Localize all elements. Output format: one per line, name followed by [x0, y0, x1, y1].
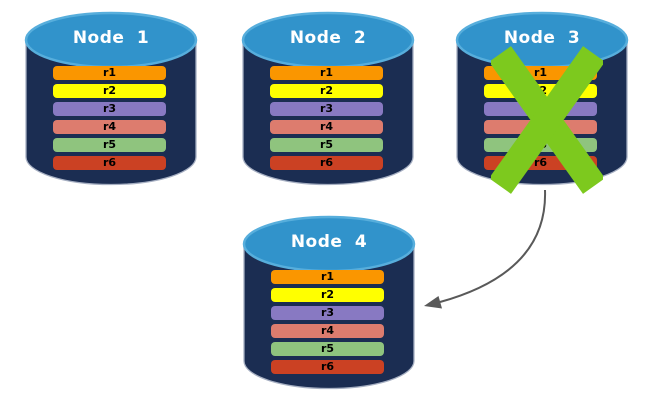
row-r1: r1: [270, 66, 383, 80]
row-r2: r2: [53, 84, 166, 98]
row-r4: r4: [53, 120, 166, 134]
transfer-arrow-curve: [439, 189, 547, 303]
node-4: Node 4 r1 r2 r3 r4 r5 r6: [242, 214, 416, 391]
node-2: Node 2 r1 r2 r3 r4 r5 r6: [241, 10, 415, 187]
row-r2: r2: [270, 84, 383, 98]
node-title: Node 1: [72, 28, 150, 48]
transfer-arrow-icon: [424, 189, 547, 309]
transfer-arrow-head: [424, 296, 442, 309]
row-r6: r6: [270, 156, 383, 170]
row-r3: r3: [271, 306, 384, 320]
row-r4: r4: [270, 120, 383, 134]
replica-rows: r1 r2 r3 r4 r5 r6: [270, 66, 383, 170]
row-r2: r2: [271, 288, 384, 302]
row-r1: r1: [53, 66, 166, 80]
node-title: Node 2: [289, 28, 367, 48]
row-r3: r3: [53, 102, 166, 116]
node-title: Node 4: [290, 232, 368, 252]
row-r5: r5: [271, 342, 384, 356]
row-r6: r6: [271, 360, 384, 374]
node-1: Node 1 r1 r2 r3 r4 r5 r6: [24, 10, 198, 187]
failure-x-icon: [491, 46, 603, 194]
row-r3: r3: [270, 102, 383, 116]
replica-rows: r1 r2 r3 r4 r5 r6: [53, 66, 166, 170]
row-r1: r1: [271, 270, 384, 284]
node-title: Node 3: [503, 28, 581, 48]
row-r6: r6: [53, 156, 166, 170]
row-r4: r4: [271, 324, 384, 338]
replica-rows: r1 r2 r3 r4 r5 r6: [271, 270, 384, 374]
row-r5: r5: [270, 138, 383, 152]
node-3: Node 3 r1 r2 r3 r4 r5 r6: [455, 10, 629, 194]
row-r5: r5: [53, 138, 166, 152]
